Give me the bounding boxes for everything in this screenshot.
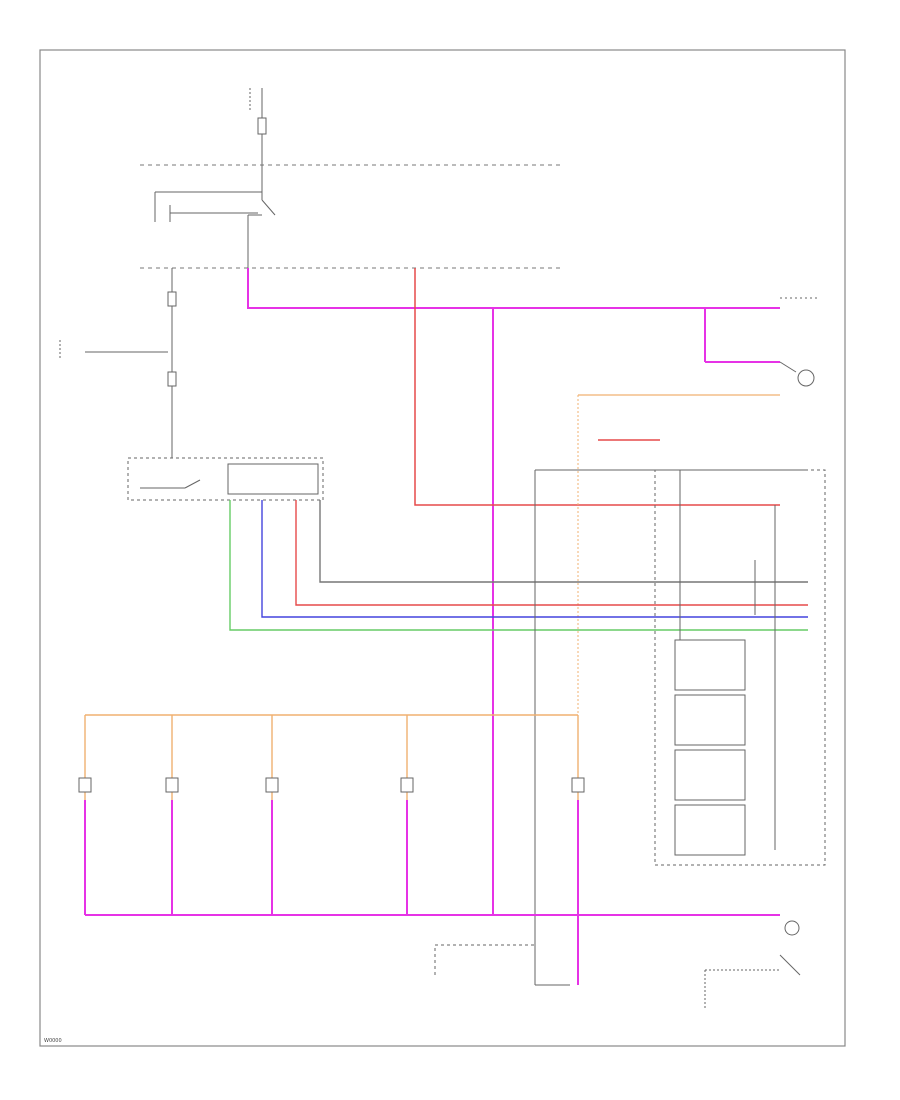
fuse-relay-box — [140, 164, 560, 269]
red-wire-switch — [295, 500, 808, 606]
map-lamp — [265, 777, 279, 793]
top-fuse — [249, 88, 267, 165]
footer-code: W0000 — [44, 1038, 62, 1044]
green-wire — [229, 500, 808, 631]
combination-switch — [127, 457, 324, 501]
gray-wire-switch — [319, 500, 808, 583]
blue-wire — [261, 500, 808, 618]
pink-wire-bottom — [84, 800, 780, 985]
ignition-key-lamp — [571, 777, 585, 793]
console-lamp — [165, 777, 179, 793]
pink-wire-top — [247, 268, 780, 914]
red-wire — [414, 268, 780, 506]
vanity-mirror-lamp — [400, 777, 414, 793]
dome-lamp — [779, 920, 801, 976]
door-switch — [704, 969, 780, 1010]
clock — [779, 297, 820, 387]
orange-lamp-bus — [84, 714, 579, 800]
diagram-frame — [39, 49, 846, 1047]
combination-meter — [534, 469, 826, 985]
glove-box-lamp — [78, 777, 92, 793]
ashtray-lamp — [434, 944, 570, 986]
